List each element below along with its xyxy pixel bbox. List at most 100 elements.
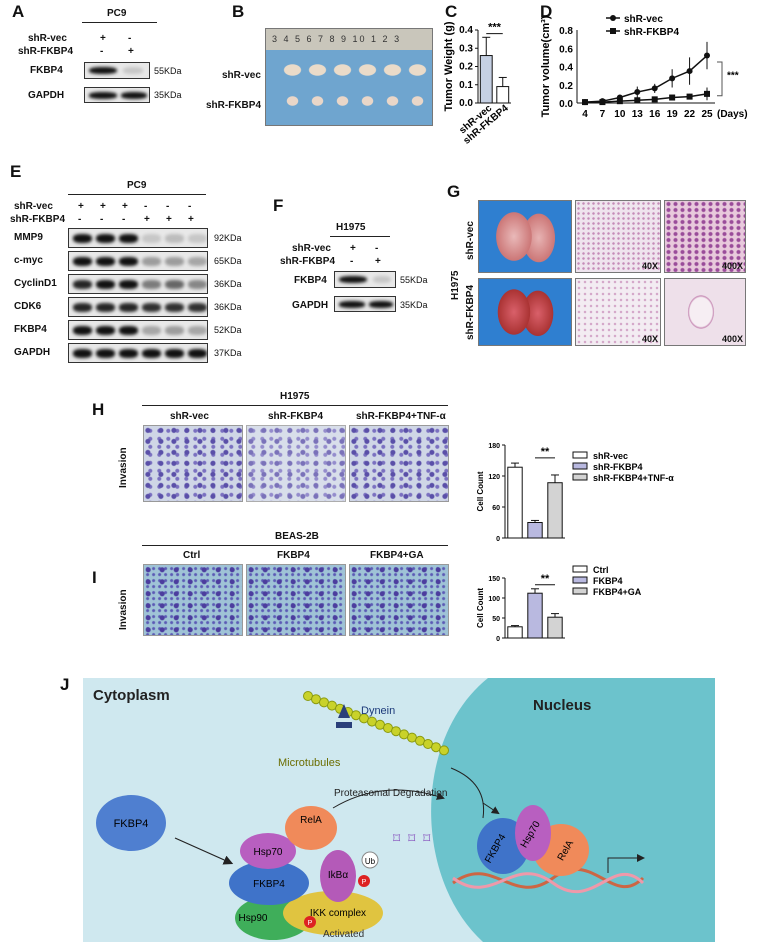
row-label: Invasion bbox=[118, 589, 129, 630]
histology-40x: 40X bbox=[575, 200, 661, 273]
panel-label-e: E bbox=[10, 162, 22, 181]
bar bbox=[547, 616, 563, 639]
magnification-label: 40X bbox=[641, 261, 658, 271]
invasion-micrograph bbox=[143, 425, 243, 502]
row-label: shR-FKBP4 bbox=[206, 100, 262, 111]
activated-label: Activated bbox=[323, 929, 364, 940]
mechanism-diagram: Cytoplasm Nucleus Dynein Microtubules FK… bbox=[83, 678, 715, 942]
sign: - bbox=[166, 201, 170, 212]
phospho-icon bbox=[358, 875, 370, 887]
legend-marker bbox=[610, 15, 616, 21]
y-tick-label: 0 bbox=[496, 636, 500, 643]
blot-label: c-myc bbox=[14, 255, 43, 266]
x-tick-label: 13 bbox=[632, 109, 644, 120]
microtubules-label: Microtubules bbox=[278, 757, 341, 769]
column-label: shR-vec bbox=[170, 411, 209, 422]
legend-label: FKBP4+GA bbox=[593, 587, 642, 597]
svg-text:Hsp70: Hsp70 bbox=[254, 847, 283, 858]
sign: + bbox=[350, 243, 356, 254]
x-tick-label: 22 bbox=[684, 109, 696, 120]
rela-protein bbox=[285, 806, 337, 850]
tumors-row bbox=[280, 63, 430, 77]
lung-photo bbox=[478, 278, 572, 346]
row-label: shR-FKBP4 bbox=[465, 284, 476, 340]
y-axis-label: Cell Count bbox=[476, 588, 485, 628]
cell-line-label: H1975 bbox=[450, 270, 461, 300]
legend-label: shR-FKBP4+TNF-α bbox=[593, 473, 674, 483]
svg-text:P: P bbox=[308, 920, 313, 927]
column-label: FKBP4+GA bbox=[370, 550, 424, 561]
significance-label: *** bbox=[488, 22, 502, 34]
significance-label: ** bbox=[541, 446, 550, 458]
row-label: shR-vec bbox=[28, 33, 67, 44]
sign: - bbox=[100, 214, 104, 225]
data-point bbox=[651, 96, 658, 103]
svg-text:P: P bbox=[362, 879, 367, 886]
sign: - bbox=[78, 214, 82, 225]
sign: + bbox=[100, 33, 106, 44]
blot-label: CyclinD1 bbox=[14, 278, 57, 289]
invasion-micrograph bbox=[143, 564, 243, 636]
kda-label: 35KDa bbox=[400, 300, 428, 310]
microtubule-bead bbox=[439, 745, 449, 756]
histology-40x: 40X bbox=[575, 278, 661, 346]
magnification-label: 40X bbox=[641, 334, 658, 344]
western-blot bbox=[68, 343, 208, 363]
row-label: Invasion bbox=[118, 447, 129, 488]
column-label: Ctrl bbox=[183, 550, 201, 561]
sign: + bbox=[128, 46, 134, 57]
panel-label-g: G bbox=[447, 182, 461, 201]
western-blot bbox=[68, 297, 208, 317]
row-label: shR-FKBP4 bbox=[280, 256, 336, 267]
ruler: 3 4 5 6 7 8 9 10 1 2 3 bbox=[272, 34, 402, 44]
cell-line-label: PC9 bbox=[107, 8, 127, 19]
y-tick-label: 150 bbox=[488, 576, 500, 583]
sign: - bbox=[122, 214, 126, 225]
row-label: shR-vec bbox=[292, 243, 331, 254]
svg-text:FKBP4: FKBP4 bbox=[114, 818, 149, 830]
degraded-fragments: ⌑ ⌑ ⌑ bbox=[393, 830, 432, 846]
legend-swatch bbox=[572, 462, 588, 470]
legend-swatch bbox=[572, 576, 588, 584]
x-tick-label: 4 bbox=[582, 109, 588, 120]
sign: - bbox=[188, 201, 192, 212]
panel-label-i: I bbox=[92, 568, 97, 587]
blot-label: FKBP4 bbox=[30, 65, 63, 76]
cytoplasm-label: Cytoplasm bbox=[93, 687, 170, 704]
fkbp4-protein bbox=[96, 795, 166, 851]
data-point bbox=[704, 90, 710, 97]
microtubules bbox=[303, 691, 449, 756]
blot-label: FKBP4 bbox=[294, 275, 327, 286]
panel-label-f: F bbox=[273, 196, 284, 215]
lung-photo bbox=[478, 200, 572, 273]
y-tick-label: 0.3 bbox=[459, 43, 473, 54]
kda-label: 52KDa bbox=[214, 325, 242, 335]
row-label: shR-FKBP4 bbox=[18, 46, 74, 57]
kda-label: 35KDa bbox=[154, 90, 182, 100]
data-point bbox=[686, 68, 693, 75]
dynein-label: Dynein bbox=[361, 705, 395, 717]
western-blot bbox=[68, 274, 208, 294]
nucleus-label: Nucleus bbox=[533, 697, 591, 714]
significance-label: *** bbox=[727, 70, 739, 81]
sign: - bbox=[144, 201, 148, 212]
blot-label: CDK6 bbox=[14, 301, 42, 312]
y-tick-label: 180 bbox=[488, 443, 500, 450]
ikba-protein bbox=[320, 850, 356, 902]
y-tick-label: 0.0 bbox=[559, 99, 573, 110]
row-label: shR-FKBP4 bbox=[10, 214, 66, 225]
data-point bbox=[704, 52, 710, 59]
nucleus-region bbox=[431, 678, 715, 942]
invasion-micrograph bbox=[246, 425, 346, 502]
sign: - bbox=[100, 46, 104, 57]
y-axis-label: Cell Count bbox=[476, 471, 485, 511]
panel-label-c: C bbox=[445, 2, 458, 21]
row-label: shR-vec bbox=[222, 70, 261, 81]
western-blot bbox=[68, 228, 208, 248]
data-point bbox=[582, 99, 588, 106]
sign: - bbox=[375, 243, 379, 254]
sign: + bbox=[144, 214, 150, 225]
column-label: shR-FKBP4+TNF-α bbox=[356, 411, 446, 422]
legend-label: shR-FKBP4 bbox=[593, 462, 643, 472]
